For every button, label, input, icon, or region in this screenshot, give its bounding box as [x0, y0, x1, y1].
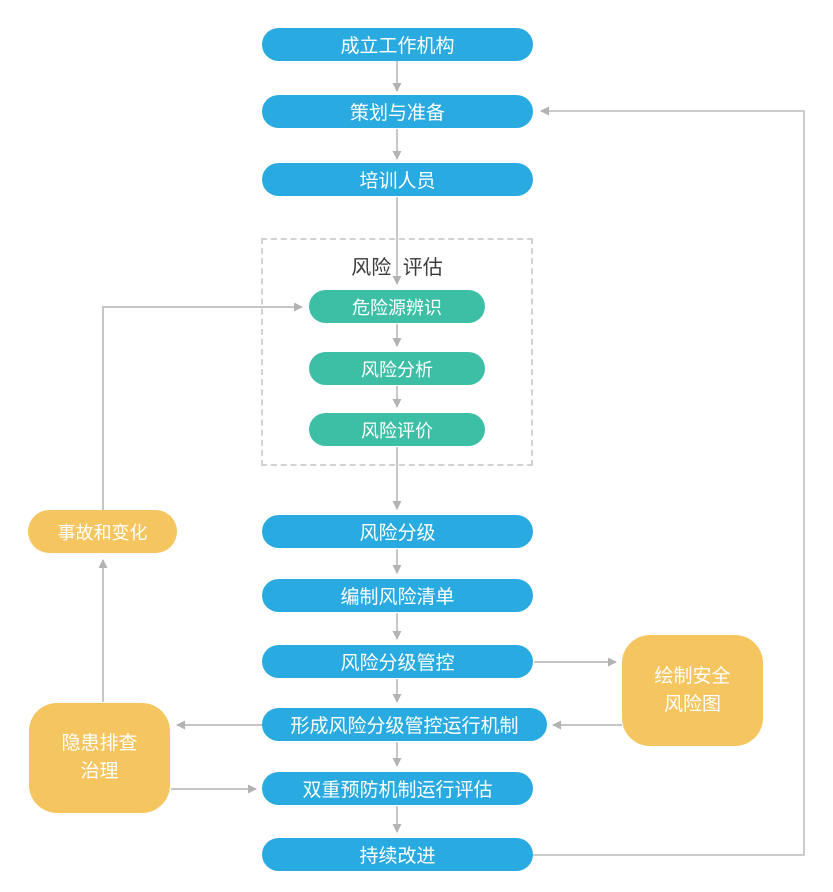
connector-accidents-to-hazard-identification	[102, 302, 303, 510]
draw-safety-risk-map-line-2: 风险图	[663, 693, 721, 715]
node-risk-grading: 风险分级	[262, 515, 533, 548]
draw-safety-risk-map-line-1: 绘制安全	[654, 665, 731, 687]
hidden-danger-governance-line-1: 隐患排查	[61, 733, 138, 754]
hidden-danger-governance-line-2: 治理	[80, 761, 119, 782]
node-personnel-training: 培训人员	[262, 163, 533, 196]
node-planning-preparation: 策划与准备	[262, 95, 533, 128]
connector-improvement-loop-to-planning	[530, 106, 805, 856]
node-risk-analysis: 风险分析	[309, 352, 485, 385]
node-draw-safety-risk-map: 绘制安全 风险图	[622, 635, 763, 746]
node-form-control-mechanism: 形成风险分级管控运行机制	[262, 708, 547, 741]
node-compile-risk-list: 编制风险清单	[262, 579, 533, 612]
node-hazard-identification: 危险源辨识	[309, 290, 485, 323]
node-hidden-danger-governance: 隐患排查 治理	[29, 703, 170, 813]
risk-assessment-group-title: 风险 评估	[351, 257, 443, 279]
node-accidents-and-changes: 事故和变化	[28, 510, 177, 553]
node-risk-graded-control: 风险分级管控	[262, 645, 533, 678]
node-risk-evaluation: 风险评价	[309, 413, 485, 446]
node-continuous-improvement: 持续改进	[262, 838, 533, 871]
node-dual-prevention-evaluation: 双重预防机制运行评估	[262, 772, 533, 805]
node-establish-working-organization: 成立工作机构	[262, 28, 533, 61]
